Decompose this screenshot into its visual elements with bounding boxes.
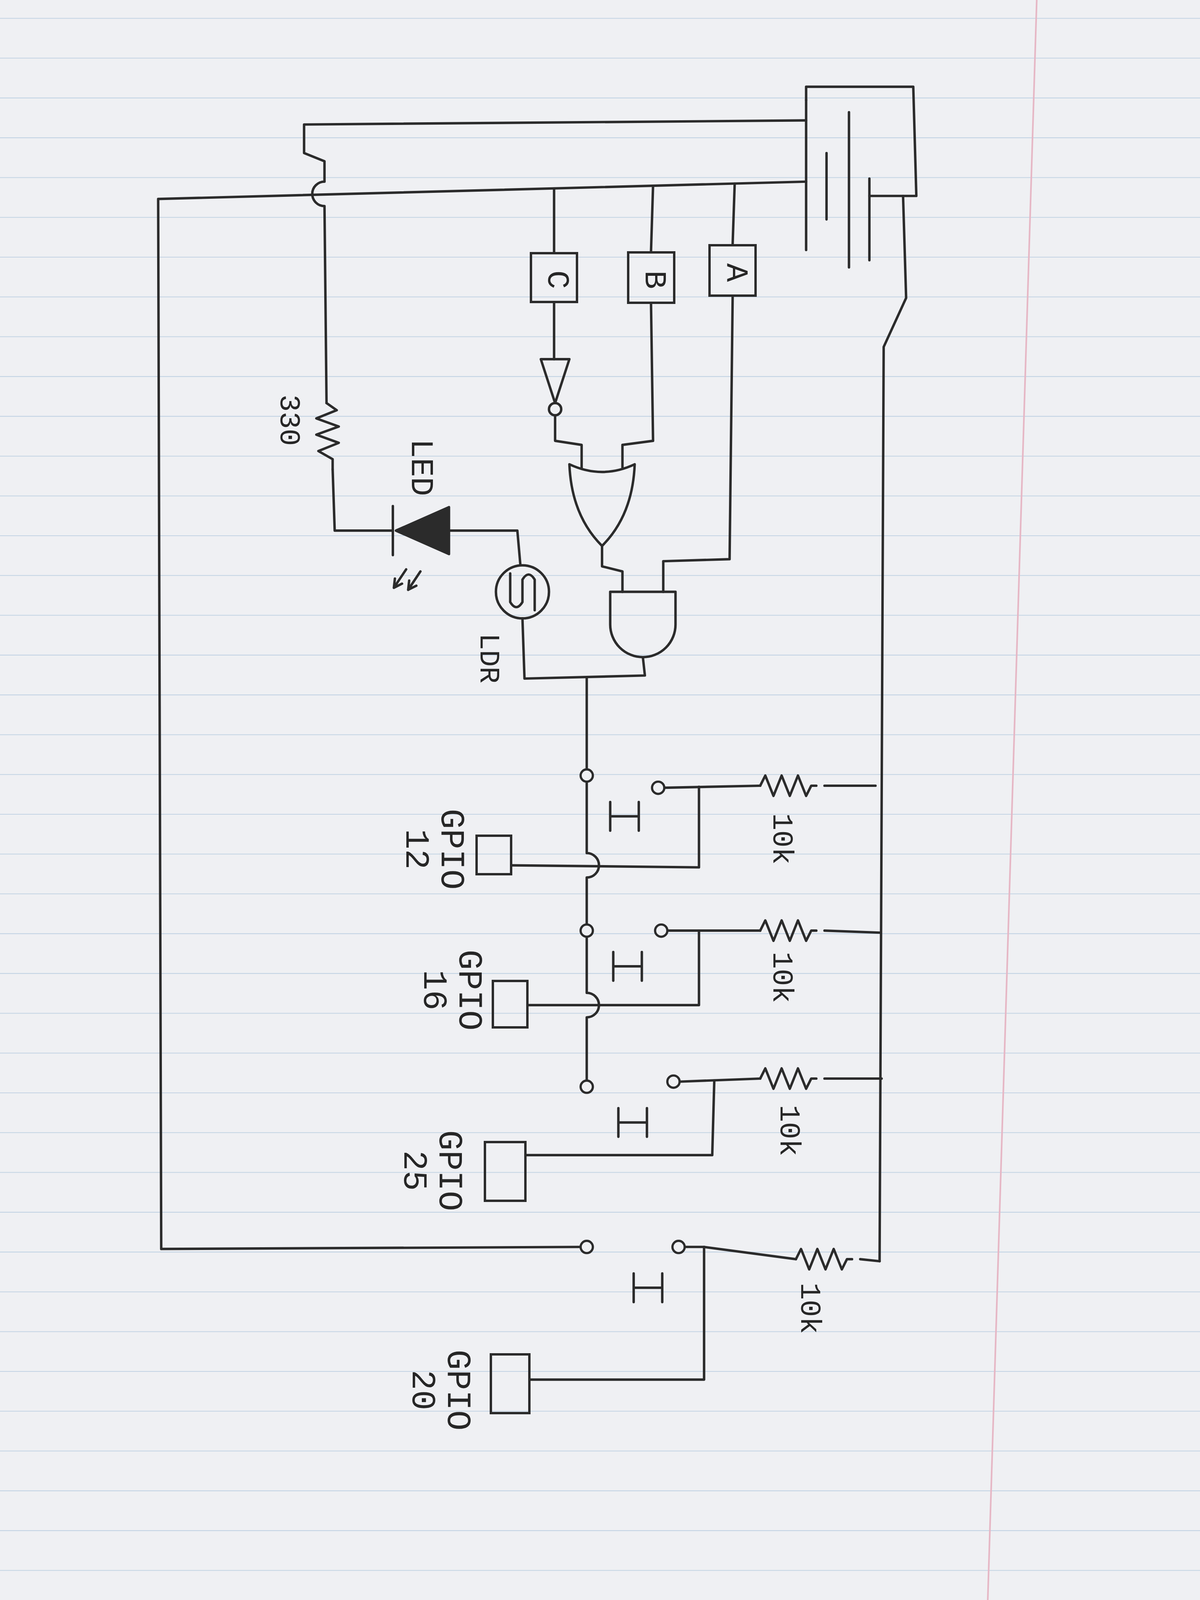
resistor-symbol [760, 1068, 817, 1089]
wire [824, 930, 880, 933]
resistor-value: 330 [272, 394, 303, 447]
switch-terminal [655, 924, 668, 937]
resistor-symbol [760, 775, 817, 796]
wire [679, 1078, 761, 1082]
wire [805, 86, 917, 197]
wire [332, 469, 393, 531]
resistor-symbol [796, 1248, 852, 1270]
ldr-symbol [496, 565, 550, 619]
switch-terminal [580, 1240, 593, 1254]
pin-label: GPIO 12 [397, 808, 469, 890]
margin-line [987, 0, 1037, 1600]
wire [585, 677, 588, 770]
wire [512, 786, 700, 868]
switch-terminal [672, 1240, 685, 1254]
wire [528, 930, 699, 1006]
resistor-value: 10k [793, 1282, 824, 1335]
switch-terminal [580, 1080, 593, 1093]
or-gate [569, 464, 635, 547]
resistor-symbol [760, 920, 817, 941]
wire [684, 1246, 796, 1260]
input-box: B [626, 251, 676, 305]
ruled-lines [0, 18, 1200, 1571]
wire [158, 181, 807, 1250]
pin-label: GPIO 25 [395, 1130, 467, 1212]
component-name: LED [403, 438, 437, 497]
ldr-squiggle [510, 573, 535, 611]
wire [879, 196, 907, 1262]
gpio-pin-box: GPIO 20 [489, 1353, 531, 1415]
wire [824, 784, 876, 787]
wire [622, 303, 654, 468]
wire [526, 1080, 715, 1156]
wire [586, 781, 600, 925]
pin-label: GPIO 20 [403, 1349, 475, 1431]
light-arrows [394, 569, 421, 590]
input-box: C [529, 251, 579, 304]
switch-terminal [651, 781, 665, 795]
pin-label: GPIO 16 [415, 949, 487, 1031]
wire [522, 618, 646, 679]
gpio-pin-box: GPIO 25 [483, 1140, 527, 1202]
and-gate [610, 591, 676, 658]
wire [667, 929, 761, 932]
wire [824, 1077, 882, 1080]
component-name: LDR [473, 633, 503, 684]
resistor-value: 10k [772, 1104, 803, 1157]
wire [663, 296, 733, 592]
wire [664, 785, 761, 788]
switch-symbol [613, 951, 642, 981]
wire [555, 415, 582, 469]
wire [530, 1246, 704, 1380]
wire [448, 530, 521, 566]
input-letter: B [637, 270, 670, 290]
battery-symbol [805, 100, 870, 268]
switch-terminal [580, 924, 593, 937]
not-gate-bubble [548, 403, 562, 416]
resistor-symbol [316, 403, 339, 470]
wire [732, 183, 735, 245]
led-symbol [396, 507, 450, 554]
led-bar [391, 505, 395, 555]
wire [651, 185, 654, 252]
gpio-pin-box: GPIO 16 [491, 979, 529, 1029]
resistor-value: 10k [765, 813, 796, 865]
wire [860, 1259, 880, 1262]
switch-terminal [580, 769, 593, 782]
wire [552, 188, 556, 252]
input-letter: A [718, 263, 752, 283]
input-box: A [708, 244, 757, 298]
input-letter: C [540, 270, 573, 290]
switch-symbol [618, 1108, 647, 1137]
switch-symbol [610, 801, 639, 831]
switch-symbol [633, 1273, 663, 1302]
resistor-value: 10k [765, 951, 796, 1004]
not-gate [540, 359, 570, 404]
wire [601, 546, 623, 593]
wire [552, 303, 556, 360]
gpio-pin-box: GPIO 12 [475, 834, 513, 876]
switch-terminal [667, 1075, 680, 1088]
wire [586, 936, 600, 1081]
